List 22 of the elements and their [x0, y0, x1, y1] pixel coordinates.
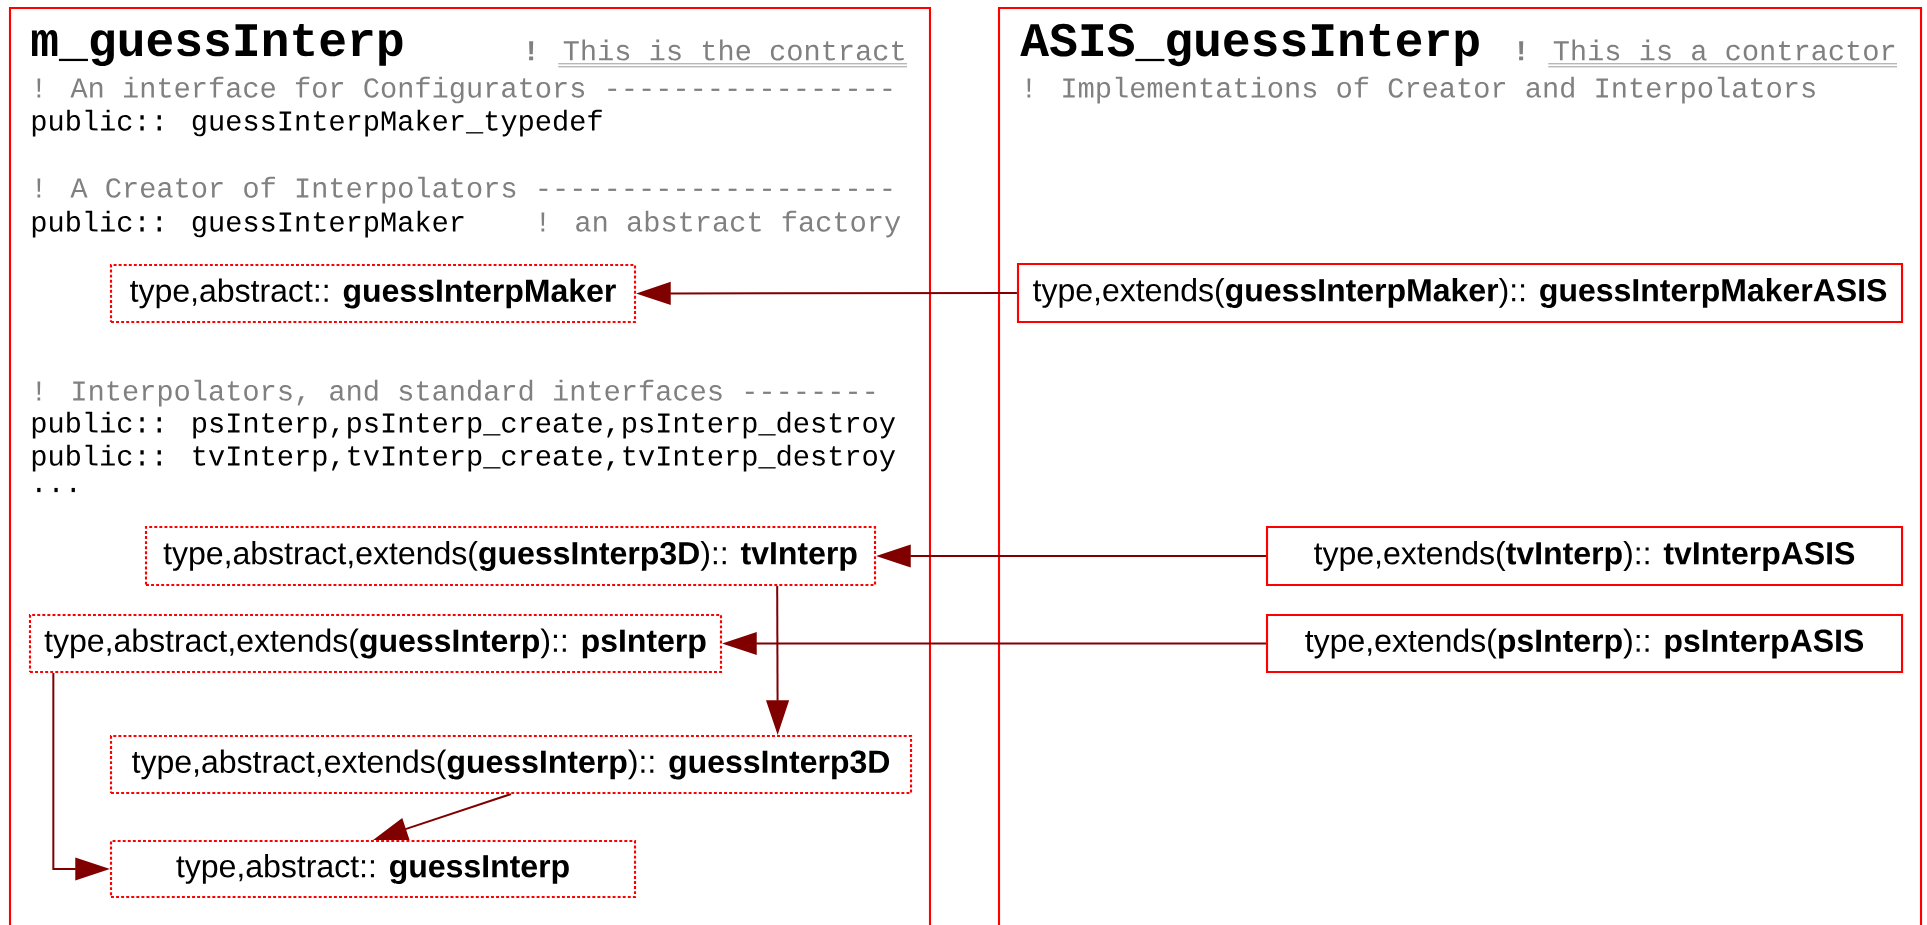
comment-line: ! an abstract factory [541, 210, 901, 238]
module-title: m_guessInterp [31, 23, 403, 67]
type-box: type,extends(guessInterpMaker):: guessInterpMakerASIS [1016, 262, 1904, 324]
abstract-type-box: type,abstract:: guessInterpMaker [109, 263, 637, 324]
code-line: ... [37, 487, 75, 493]
comment-line: ! An interface for Configurators ----------------- [37, 76, 892, 104]
comment-line: ! Implementations of Creator and Interpolators [1027, 76, 1815, 104]
type-box: type,extends(tvInterp):: tvInterpASIS [1265, 525, 1904, 587]
code-line: public:: guessInterpMaker [32, 210, 464, 238]
code-line: public:: guessInterpMaker_typedef [32, 109, 602, 137]
abstract-type-box: type,abstract,extends(guessInterp):: guessInterp3D [109, 734, 913, 795]
type-box: type,extends(psInterp):: psInterpASIS [1265, 613, 1904, 674]
comment-line: ! Interpolators, and standard interfaces -------- [37, 379, 875, 407]
comment-line: ! A Creator of Interpolators --------------------- [37, 176, 892, 204]
note-text: ! This is a contractor [1519, 39, 1898, 68]
note-text: ! This is the contract [529, 39, 908, 68]
abstract-type-box: type,abstract,extends(guessInterp):: psInterp [28, 613, 723, 674]
abstract-type-box: type,abstract,extends(guessInterp3D):: tvInterp [144, 525, 877, 587]
code-line: public:: psInterp,psInterp_create,psInterp_destroy [32, 411, 896, 439]
abstract-type-box: type,abstract:: guessInterp [109, 839, 637, 899]
module-title: ASIS_guessInterp [1020, 23, 1479, 67]
code-line: public:: tvInterp,tvInterp_create,tvInterp_destroy [32, 444, 896, 472]
